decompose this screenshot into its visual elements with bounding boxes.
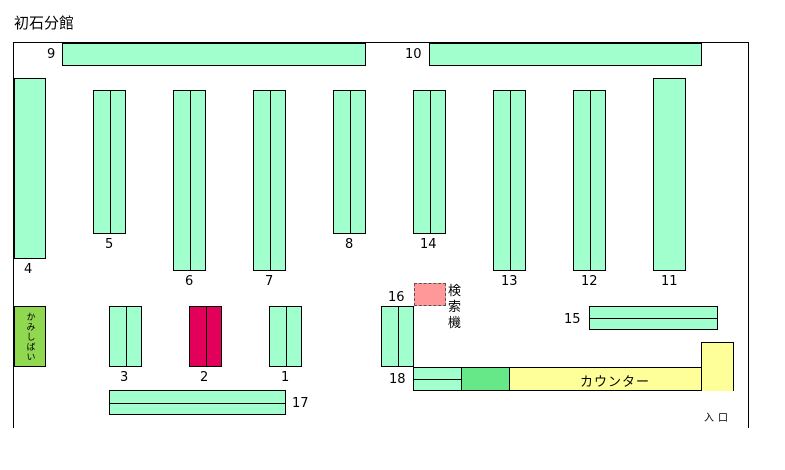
shelf-16-label: 16 bbox=[388, 290, 405, 305]
search-terminal-label: 検索機 bbox=[448, 284, 462, 331]
shelf-3-label: 3 bbox=[120, 370, 129, 385]
entrance-label: 入口 bbox=[704, 413, 732, 424]
shelf-16[interactable] bbox=[381, 306, 414, 367]
shelf-15[interactable] bbox=[589, 306, 718, 330]
shelf-8-label: 8 bbox=[345, 237, 354, 252]
shelf-9[interactable] bbox=[62, 43, 366, 66]
shelf-2-label: 2 bbox=[200, 370, 209, 385]
wall-top bbox=[13, 42, 749, 43]
shelf-18-label: 18 bbox=[389, 372, 406, 387]
shelf-5[interactable] bbox=[93, 90, 126, 234]
shelf-12[interactable] bbox=[573, 90, 606, 271]
shelf-7[interactable] bbox=[253, 90, 286, 271]
counter-label: カウンター bbox=[580, 375, 651, 390]
kamishibai-label: かみしばい bbox=[24, 311, 35, 362]
shelf-6[interactable] bbox=[173, 90, 206, 271]
shelf-10[interactable] bbox=[429, 43, 702, 66]
shelf-17[interactable] bbox=[109, 390, 286, 415]
search-terminal[interactable] bbox=[414, 283, 446, 306]
shelf-5-label: 5 bbox=[105, 237, 114, 252]
shelf-6-label: 6 bbox=[185, 274, 194, 289]
shelf-14[interactable] bbox=[413, 90, 446, 234]
shelf-8[interactable] bbox=[333, 90, 366, 234]
shelf-4-label: 4 bbox=[24, 262, 33, 277]
shelf-11-label: 11 bbox=[661, 274, 678, 289]
shelf-13[interactable] bbox=[493, 90, 526, 271]
shelf-9-label: 9 bbox=[47, 47, 56, 62]
shelf-12-label: 12 bbox=[581, 274, 598, 289]
shelf-4[interactable] bbox=[14, 78, 46, 259]
shelf-11[interactable] bbox=[653, 78, 686, 271]
kamishibai-shelf[interactable]: かみしばい bbox=[14, 306, 46, 367]
shelf-7-label: 7 bbox=[265, 274, 274, 289]
shelf-2[interactable] bbox=[189, 306, 222, 367]
shelf-15-label: 15 bbox=[564, 312, 581, 327]
counter-return[interactable] bbox=[701, 342, 734, 391]
shelf-1-label: 1 bbox=[281, 370, 290, 385]
wall-left bbox=[13, 42, 14, 428]
shelf-counter-side[interactable] bbox=[461, 367, 510, 391]
shelf-17-label: 17 bbox=[292, 396, 309, 411]
shelf-14-label: 14 bbox=[420, 237, 437, 252]
shelf-3[interactable] bbox=[109, 306, 142, 367]
counter[interactable] bbox=[509, 367, 734, 391]
shelf-18[interactable] bbox=[413, 367, 462, 391]
page-title: 初石分館 bbox=[14, 14, 75, 32]
shelf-1[interactable] bbox=[269, 306, 302, 367]
shelf-10-label: 10 bbox=[405, 47, 422, 62]
wall-right bbox=[748, 42, 749, 428]
shelf-13-label: 13 bbox=[501, 274, 518, 289]
